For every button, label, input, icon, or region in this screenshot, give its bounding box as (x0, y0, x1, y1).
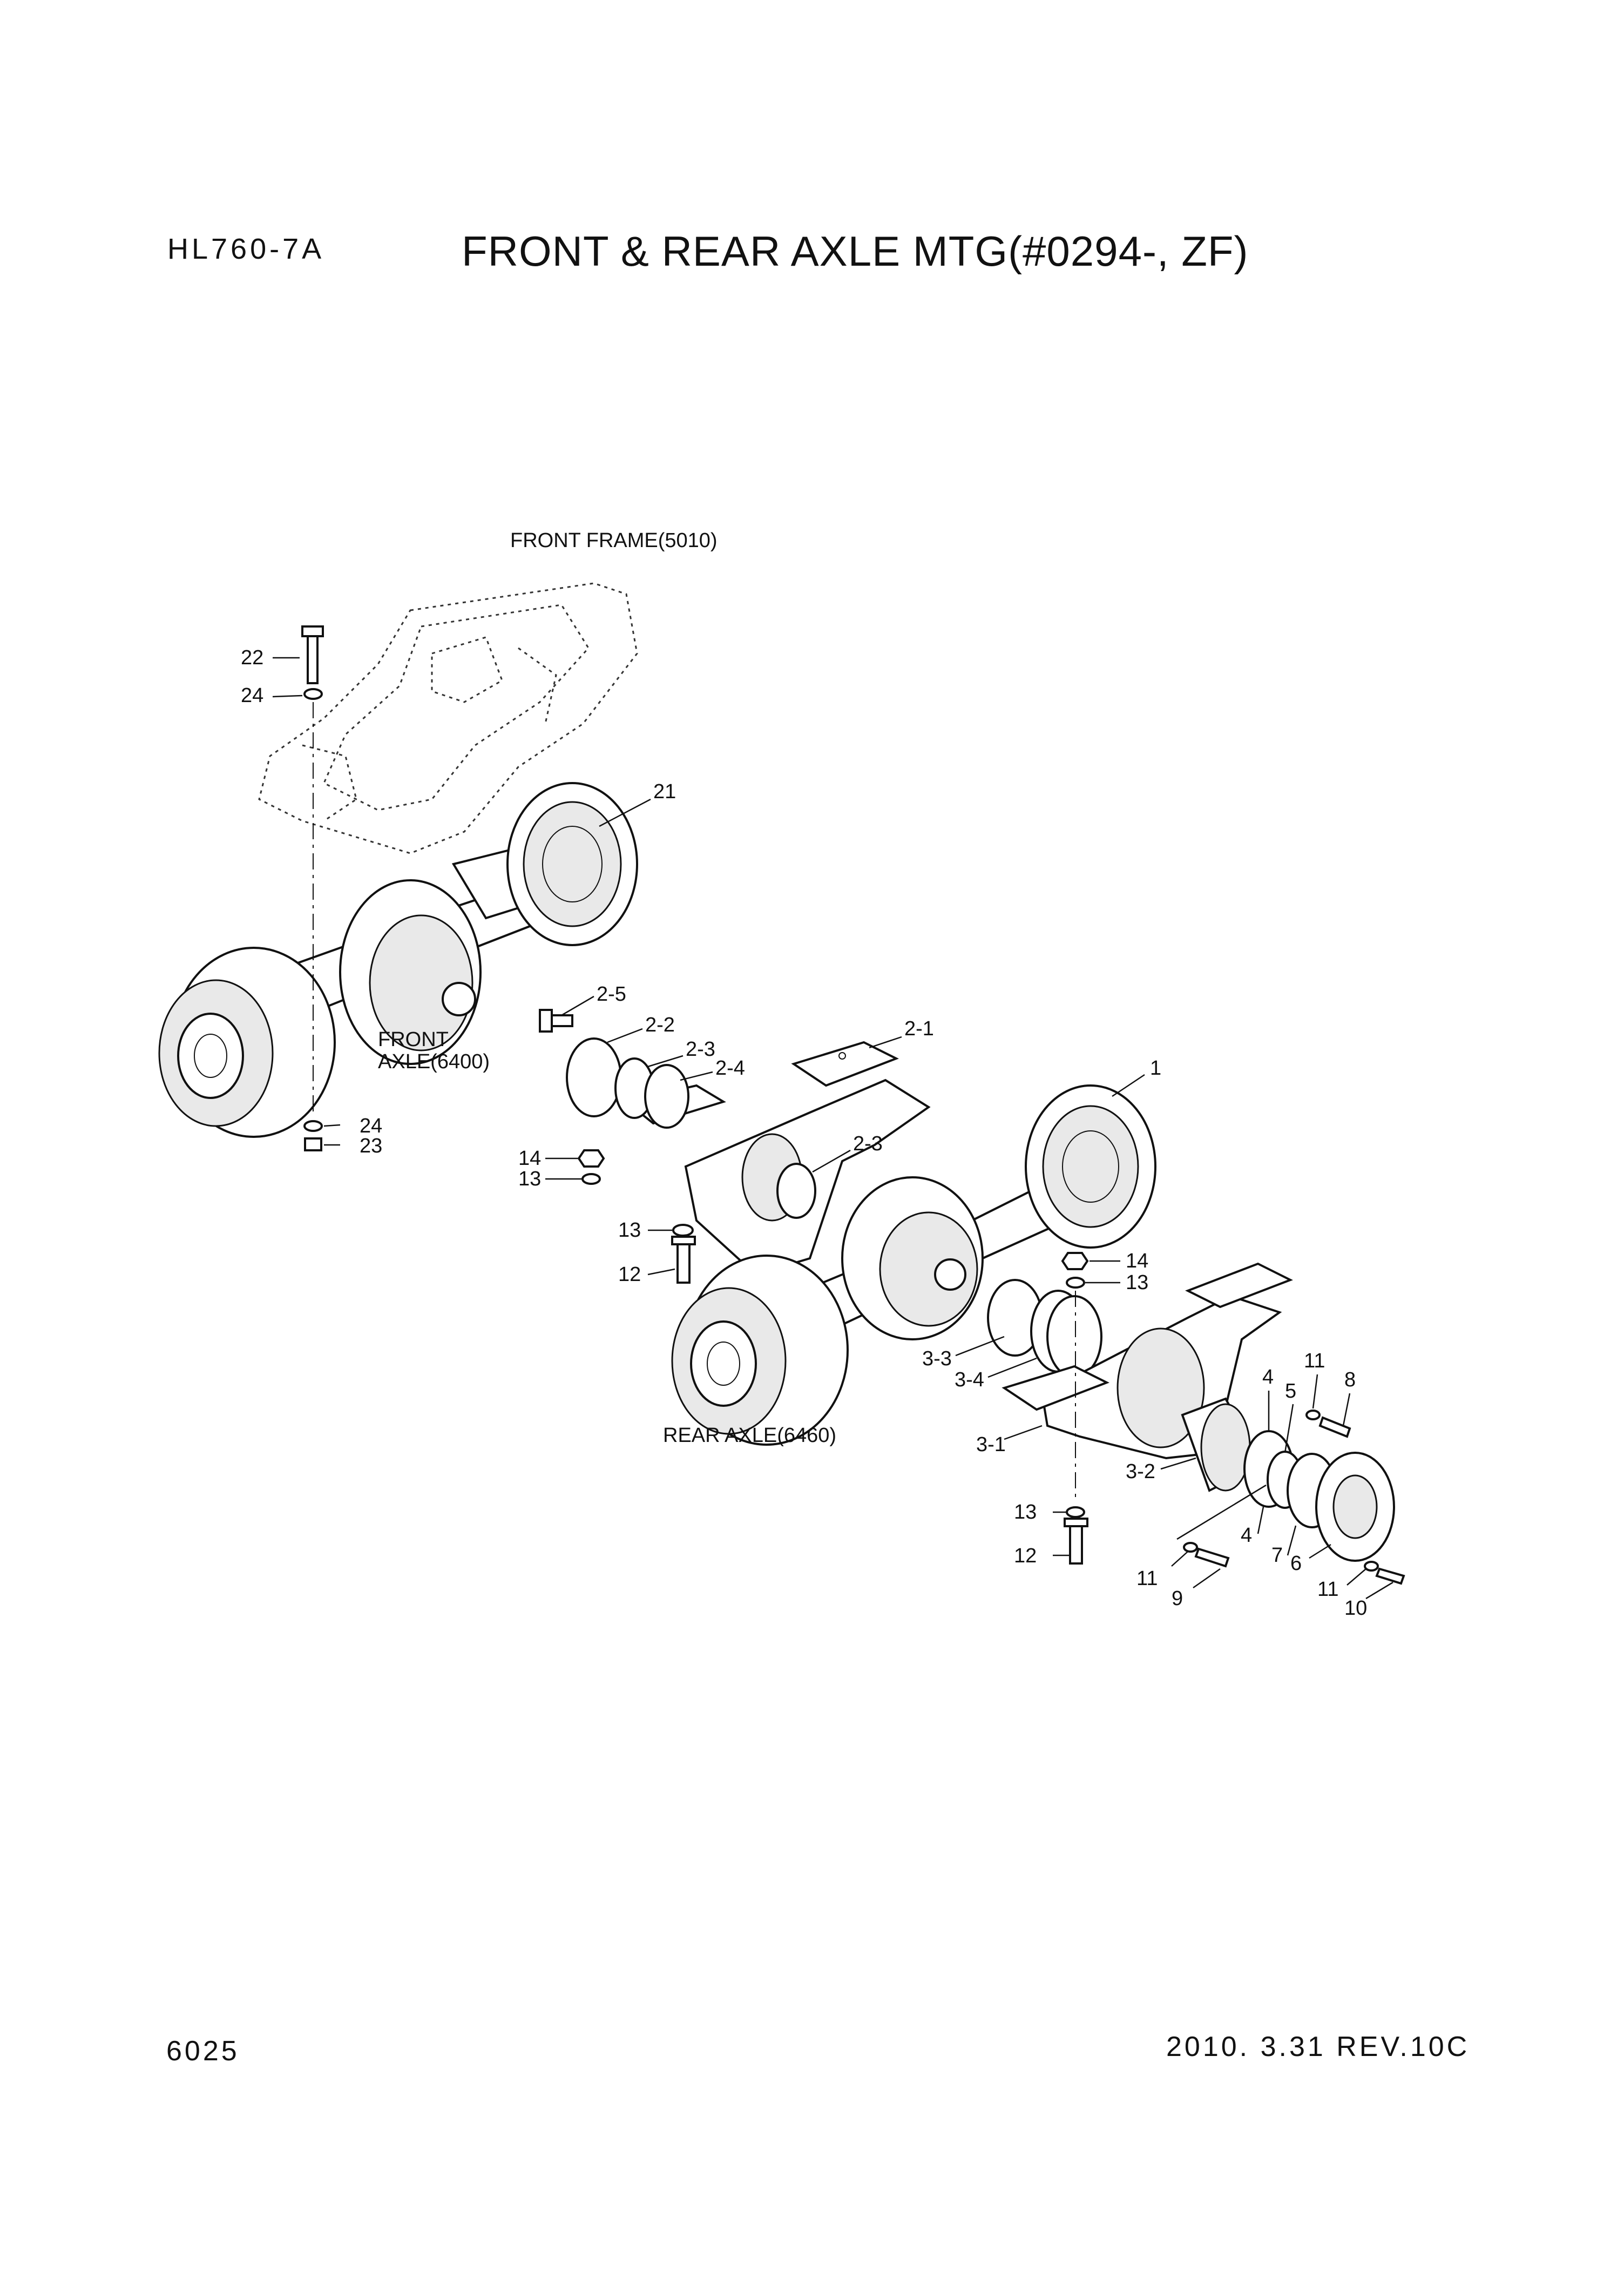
label-front-axle-line1: FRONT (378, 1028, 449, 1051)
callout-3-1: 3-1 (976, 1433, 1006, 1456)
callout-21: 21 (653, 780, 676, 803)
callout-2-4: 2-4 (715, 1057, 745, 1080)
callout-24: 24 (241, 684, 263, 707)
model-number: HL760-7A (167, 233, 325, 265)
callout-7: 7 (1271, 1544, 1283, 1567)
callout-8: 8 (1344, 1369, 1356, 1391)
callout-3-3: 3-3 (922, 1347, 952, 1370)
callout-4: 4 (1262, 1366, 1274, 1388)
callout-13: 13 (518, 1168, 541, 1190)
callout-12: 12 (1014, 1545, 1037, 1567)
callout-24: 24 (360, 1115, 382, 1137)
callout-2-1: 2-1 (904, 1017, 934, 1040)
front-bushing-parts (539, 1009, 816, 1219)
rear-pin-and-cap-parts (1181, 1397, 1405, 1585)
label-rear-axle: REAR AXLE(6460) (663, 1424, 836, 1447)
rear-mount-bolt-stack-right (1061, 1252, 1089, 1565)
callout-14: 14 (1126, 1250, 1148, 1272)
label-front-axle-line2: AXLE(6400) (378, 1050, 490, 1073)
front-axle-assembly (158, 782, 638, 1138)
callout-2-3: 2-3 (853, 1132, 883, 1155)
callout-6: 6 (1290, 1552, 1302, 1575)
callout-12: 12 (618, 1263, 641, 1286)
page-title: FRONT & REAR AXLE MTG(#0294-, ZF) (462, 227, 1249, 275)
callout-11: 11 (1317, 1578, 1338, 1601)
callout-22: 22 (241, 646, 263, 669)
front-frame-outline (258, 582, 638, 854)
leader-lines (272, 657, 1393, 1600)
front-mount-bolt-stack (301, 625, 324, 1151)
page-number: 6025 (166, 2035, 240, 2067)
callout-labels: FRONT FRAME(5010) FRONT AXLE(6400) REAR … (241, 529, 1367, 1620)
callout-2-5: 2-5 (597, 983, 626, 1006)
rear-mount-bolt-stack-left (577, 1149, 696, 1284)
callout-13: 13 (1126, 1271, 1148, 1294)
rear-bushing-parts (987, 1279, 1102, 1378)
rear-axle-assembly (671, 1084, 1156, 1446)
callout-2-2: 2-2 (645, 1014, 675, 1036)
callout-13: 13 (618, 1219, 641, 1242)
callout-11: 11 (1304, 1350, 1325, 1372)
date-revision: 2010. 3.31 REV.10C (1166, 2031, 1470, 2062)
callout-3-4: 3-4 (955, 1369, 984, 1391)
callout-5: 5 (1285, 1380, 1296, 1403)
callout-14: 14 (518, 1147, 541, 1170)
callout-13: 13 (1014, 1501, 1037, 1523)
label-front-frame: FRONT FRAME(5010) (510, 529, 718, 552)
callout-11: 11 (1136, 1567, 1158, 1590)
callout-23: 23 (360, 1135, 382, 1157)
callout-3-2: 3-2 (1126, 1460, 1155, 1483)
callout-9: 9 (1172, 1587, 1183, 1610)
callout-4: 4 (1241, 1524, 1252, 1547)
callout-1: 1 (1150, 1057, 1161, 1080)
callout-10: 10 (1344, 1597, 1367, 1620)
callout-2-3: 2-3 (686, 1038, 715, 1061)
